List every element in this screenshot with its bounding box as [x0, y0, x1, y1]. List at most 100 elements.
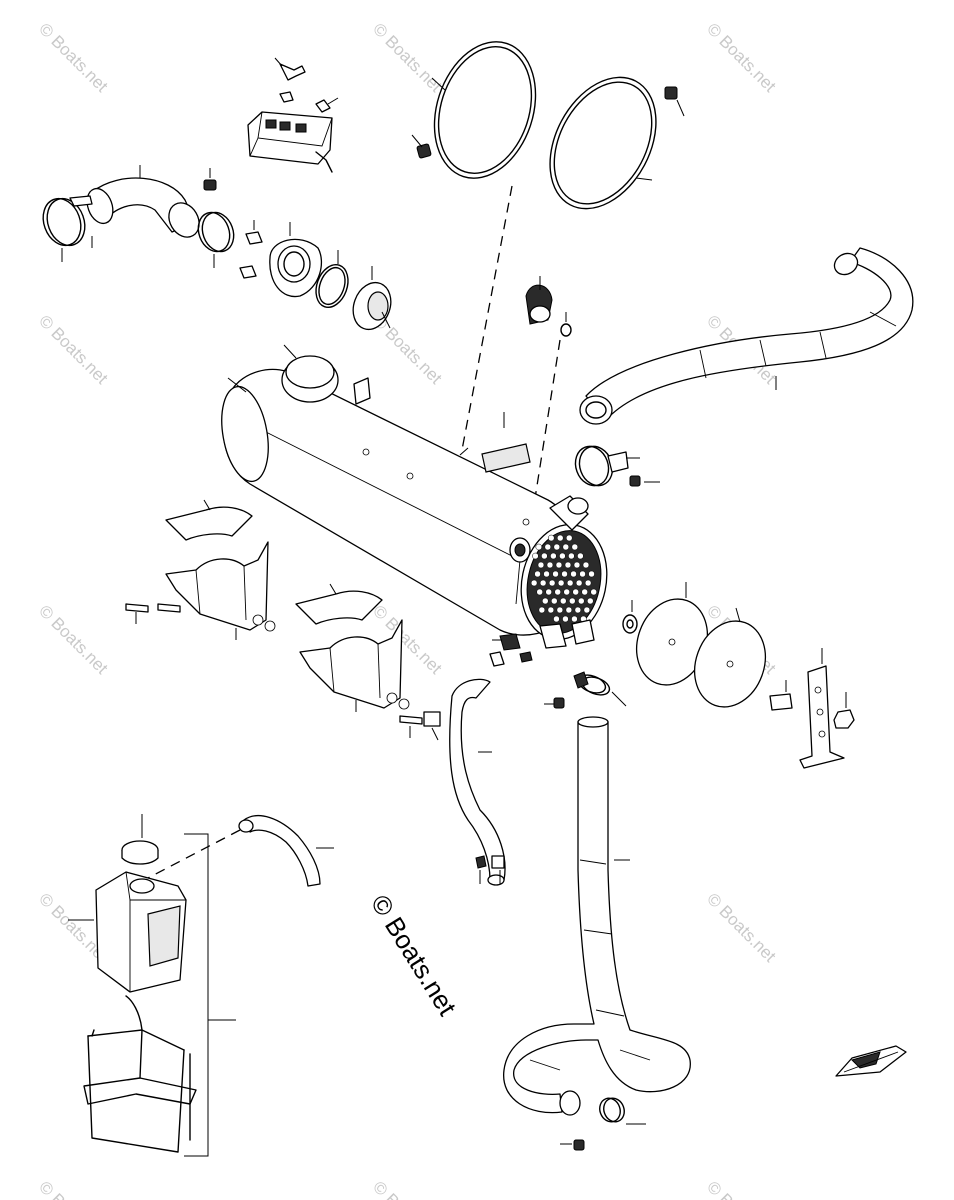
relay-block: [247, 111, 333, 173]
grille-hole: [557, 579, 565, 587]
grille-hole: [575, 579, 583, 587]
drain-hose: [449, 678, 506, 886]
copyright-watermark: © Boats.net: [365, 889, 463, 1021]
screws-housing: [239, 220, 263, 279]
clamp-clip: [203, 179, 217, 191]
thermostat: [352, 266, 392, 331]
grille-hole: [571, 615, 578, 623]
grille-hole: [553, 543, 561, 551]
grille-hole: [548, 579, 556, 587]
mounting-bracket-left: [165, 541, 276, 640]
grille-hole: [590, 588, 597, 596]
screw-relay: [315, 97, 339, 113]
grille-hole: [546, 561, 554, 569]
grille-hole: [579, 570, 586, 578]
muffler-body: [221, 368, 581, 636]
grille-hole: [565, 606, 573, 614]
grille-hole: [574, 606, 582, 614]
hose-fitting-small: [489, 633, 533, 667]
grille-hole: [569, 597, 576, 605]
grille-hole: [547, 606, 555, 614]
grille-hole: [560, 597, 567, 605]
watermark-text: © Boats.net: [703, 889, 780, 966]
grille-hole: [555, 561, 563, 569]
valve-disc-2: [694, 607, 766, 708]
grille-hole: [539, 579, 547, 587]
grille-hole: [587, 597, 594, 605]
valve-disc-1: [636, 582, 708, 686]
tank-cap: [121, 814, 159, 865]
grille-hole: [562, 615, 569, 623]
grille-hole: [530, 579, 538, 587]
large-clamp-ring-right: [549, 76, 678, 210]
watermark-text: © Boats.net: [35, 1177, 112, 1200]
grille-hole: [556, 606, 564, 614]
washer: [622, 600, 638, 634]
rubber-pad-lower: [295, 583, 383, 625]
grille-hole: [554, 588, 561, 596]
filler-neck-cap: [281, 344, 371, 405]
thermostat-housing: [269, 222, 322, 298]
outlet-spigot-bottom: [539, 619, 595, 649]
hex-nut: [833, 692, 855, 729]
grille-hole: [577, 552, 584, 560]
hose-clamp-left: [42, 195, 93, 262]
watermark-text: © Boats.net: [703, 19, 780, 96]
tank-basket: [83, 995, 197, 1153]
grille-hole: [581, 588, 588, 596]
stud-bolt: [769, 680, 793, 711]
grille-hole: [538, 606, 546, 614]
watermark-text: © Boats.net: [35, 311, 112, 388]
end-cap-grille: [520, 523, 608, 641]
grille-hole: [556, 534, 564, 542]
exhaust-hose-upper: [579, 247, 914, 425]
large-clamp-ring-left: [416, 41, 537, 179]
grille-hole: [570, 570, 577, 578]
clamp-tailpipe-bottom: [599, 1097, 646, 1125]
grille-hole: [535, 543, 543, 551]
overflow-tank: [68, 871, 187, 993]
clamp-clip: [573, 1139, 585, 1151]
grille-hole: [553, 615, 560, 623]
watermark-text: © Boats.net: [35, 19, 112, 96]
grille-hole: [562, 543, 570, 551]
grille-hole: [578, 597, 585, 605]
o-ring-seal: [315, 250, 349, 309]
grille-hole: [537, 561, 545, 569]
watermark-text: © Boats.net: [369, 1177, 446, 1200]
drain-fitting: [509, 537, 531, 563]
hose-clamp-mid: [574, 445, 640, 487]
grille-hole: [568, 552, 575, 560]
pressure-cap: [525, 276, 572, 337]
grille-hole: [565, 534, 573, 542]
grille-hole: [550, 552, 557, 560]
grille-hole: [584, 579, 592, 587]
group-bracket: [184, 833, 209, 1157]
grille-hole: [561, 570, 568, 578]
clamp-tailpipe-top: [573, 671, 627, 707]
tailpipe-hose: [503, 716, 691, 1116]
grille-hole: [545, 588, 552, 596]
clamp-clip: [629, 475, 641, 487]
grille-hole: [532, 552, 539, 560]
grille-hole: [566, 579, 574, 587]
grille-hole: [543, 570, 550, 578]
rubber-pad-upper: [165, 499, 253, 541]
grille-hole: [564, 561, 572, 569]
grille-hole: [551, 597, 558, 605]
boat-icon: [835, 1045, 907, 1077]
bracket-plate: [799, 648, 845, 769]
grille-hole: [534, 570, 541, 578]
mounting-bracket-right: [299, 619, 410, 712]
grille-holes: [530, 534, 597, 623]
grille-hole: [573, 561, 581, 569]
grille-hole: [572, 588, 579, 596]
clamp-small-lower: [475, 855, 505, 884]
grille-hole: [541, 552, 548, 560]
small-nut: [279, 91, 294, 103]
grille-hole: [536, 588, 543, 596]
grille-hole: [582, 561, 590, 569]
grille-hole: [559, 552, 566, 560]
hose-clamp-right: [197, 211, 235, 268]
